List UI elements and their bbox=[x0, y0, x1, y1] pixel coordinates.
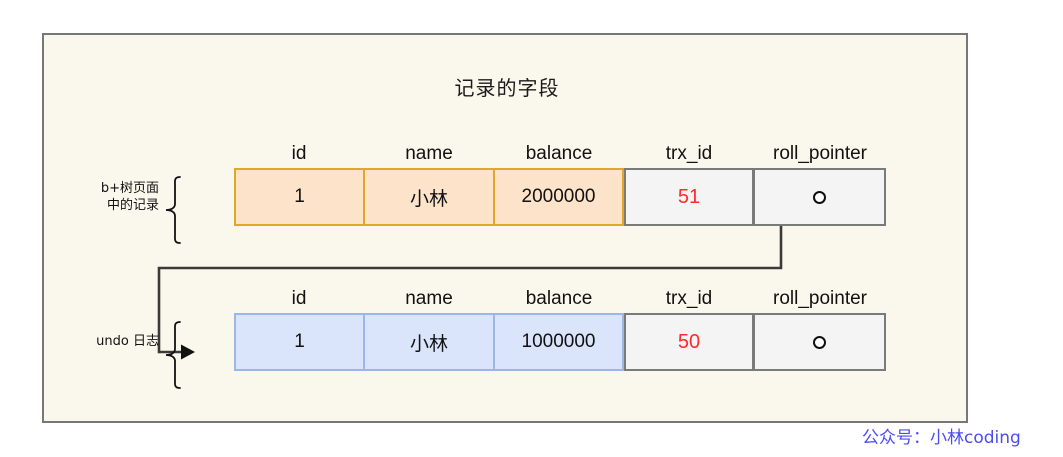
record-block-page: id name balance trx_id roll_pointer 1 小林… bbox=[192, 140, 886, 226]
table-row-page-record: 1 小林 2000000 51 bbox=[234, 168, 886, 226]
cell-trx-id: 50 bbox=[624, 313, 754, 371]
column-header-trx-id: trx_id bbox=[665, 288, 713, 309]
annotation-page-record: b+树页面 中的记录 bbox=[54, 180, 159, 214]
column-header-name: name bbox=[405, 288, 453, 309]
cell-balance: 2000000 bbox=[494, 168, 624, 226]
cell-id-value: 1 bbox=[294, 186, 305, 207]
page-title: 记录的字段 bbox=[454, 76, 560, 100]
cell-id: 1 bbox=[234, 313, 364, 371]
table-row-undo-record: 1 小林 1000000 50 bbox=[234, 313, 886, 371]
watermark: 公众号：小林coding bbox=[862, 428, 1021, 448]
cell-roll-pointer bbox=[754, 313, 886, 371]
header-row-page: id name balance trx_id roll_pointer bbox=[234, 140, 886, 168]
brace-undo-log bbox=[164, 320, 182, 390]
pointer-circle-icon bbox=[813, 190, 826, 204]
cell-name-value: 小林 bbox=[409, 333, 448, 355]
column-header-name: name bbox=[405, 143, 453, 164]
annotation-undo-log: undo 日志 bbox=[44, 333, 159, 350]
annotation-undo-log-line1: undo 日志 bbox=[96, 334, 159, 349]
cell-id: 1 bbox=[234, 168, 364, 226]
column-header-roll-pointer: roll_pointer bbox=[773, 288, 867, 309]
cell-balance: 1000000 bbox=[494, 313, 624, 371]
cell-roll-pointer bbox=[754, 168, 886, 226]
record-block-undo: id name balance trx_id roll_pointer 1 小林… bbox=[192, 285, 886, 371]
column-header-roll-pointer: roll_pointer bbox=[773, 143, 867, 164]
annotation-page-record-line2: 中的记录 bbox=[106, 198, 159, 213]
cell-name: 小林 bbox=[364, 313, 494, 371]
column-header-balance: balance bbox=[525, 143, 593, 164]
cell-balance-value: 1000000 bbox=[521, 331, 596, 352]
cell-balance-value: 2000000 bbox=[521, 186, 596, 207]
brace-page-record bbox=[164, 175, 182, 245]
column-header-trx-id: trx_id bbox=[665, 143, 713, 164]
cell-trx-id: 51 bbox=[624, 168, 754, 226]
header-row-undo: id name balance trx_id roll_pointer bbox=[234, 285, 886, 313]
pointer-circle-icon bbox=[813, 335, 826, 349]
column-header-id: id bbox=[291, 288, 307, 309]
column-header-balance: balance bbox=[525, 288, 593, 309]
diagram-card: 记录的字段 id name balance trx_id roll_pointe… bbox=[42, 33, 968, 423]
cell-name-value: 小林 bbox=[409, 188, 448, 210]
cell-trx-id-value: 51 bbox=[677, 185, 701, 208]
annotation-page-record-line1: b+树页面 bbox=[100, 181, 159, 196]
cell-name: 小林 bbox=[364, 168, 494, 226]
cell-trx-id-value: 50 bbox=[677, 330, 701, 353]
cell-id-value: 1 bbox=[294, 331, 305, 352]
column-header-id: id bbox=[291, 143, 307, 164]
